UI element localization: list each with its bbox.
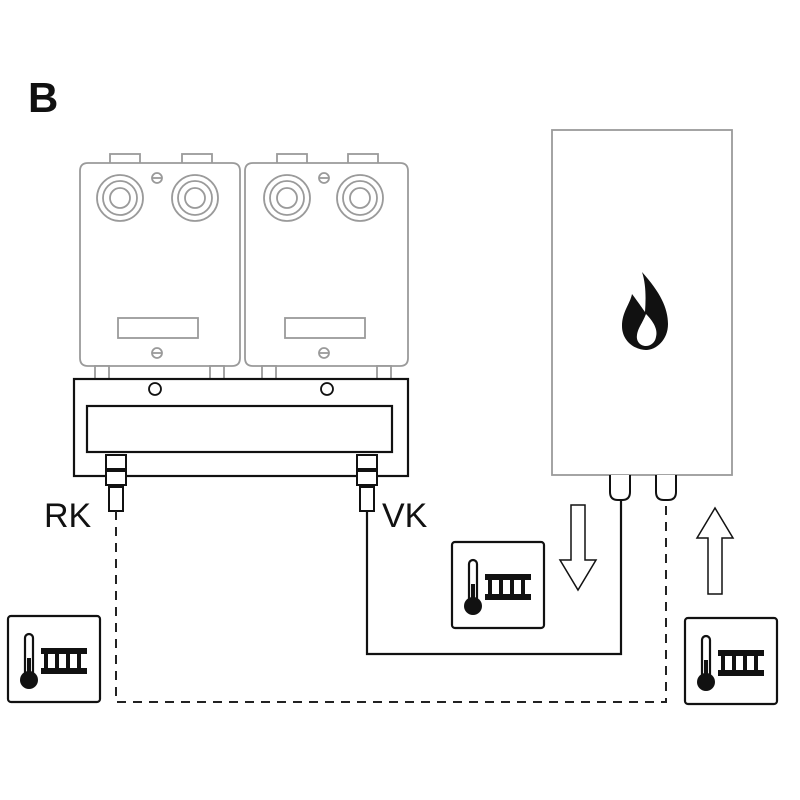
boiler-casing [551, 129, 733, 476]
arrow-up-icon [695, 506, 735, 595]
panel-letter: B [28, 74, 58, 121]
pump-module-right [244, 153, 409, 381]
flow-pipe [365, 500, 623, 656]
distribution-manifold [72, 377, 410, 478]
boiler-connection-pipe [609, 475, 677, 501]
thermometer-radiator-icon [6, 614, 102, 704]
screw-icon [151, 347, 163, 359]
thermometer-radiator-icon [450, 540, 546, 630]
flow-fitting [356, 454, 378, 512]
label-plate [117, 317, 199, 339]
screw-icon [318, 172, 330, 184]
label-plate [284, 317, 366, 339]
screw-icon [318, 347, 330, 359]
return-label: RK [44, 497, 92, 535]
thermometer-radiator-icon [683, 616, 779, 706]
pump-module-left [79, 153, 241, 381]
gauge-dial [336, 174, 384, 222]
return-pipe-dashed [115, 500, 667, 703]
gauge-dial [171, 174, 219, 222]
flame-icon [622, 272, 668, 350]
screw-icon [151, 172, 163, 184]
gauge-dial [263, 174, 311, 222]
gauge-dial [96, 174, 144, 222]
wall-boiler [551, 129, 733, 501]
return-fitting [105, 454, 127, 512]
arrow-down-icon [558, 504, 598, 592]
flow-label: VK [382, 497, 428, 535]
